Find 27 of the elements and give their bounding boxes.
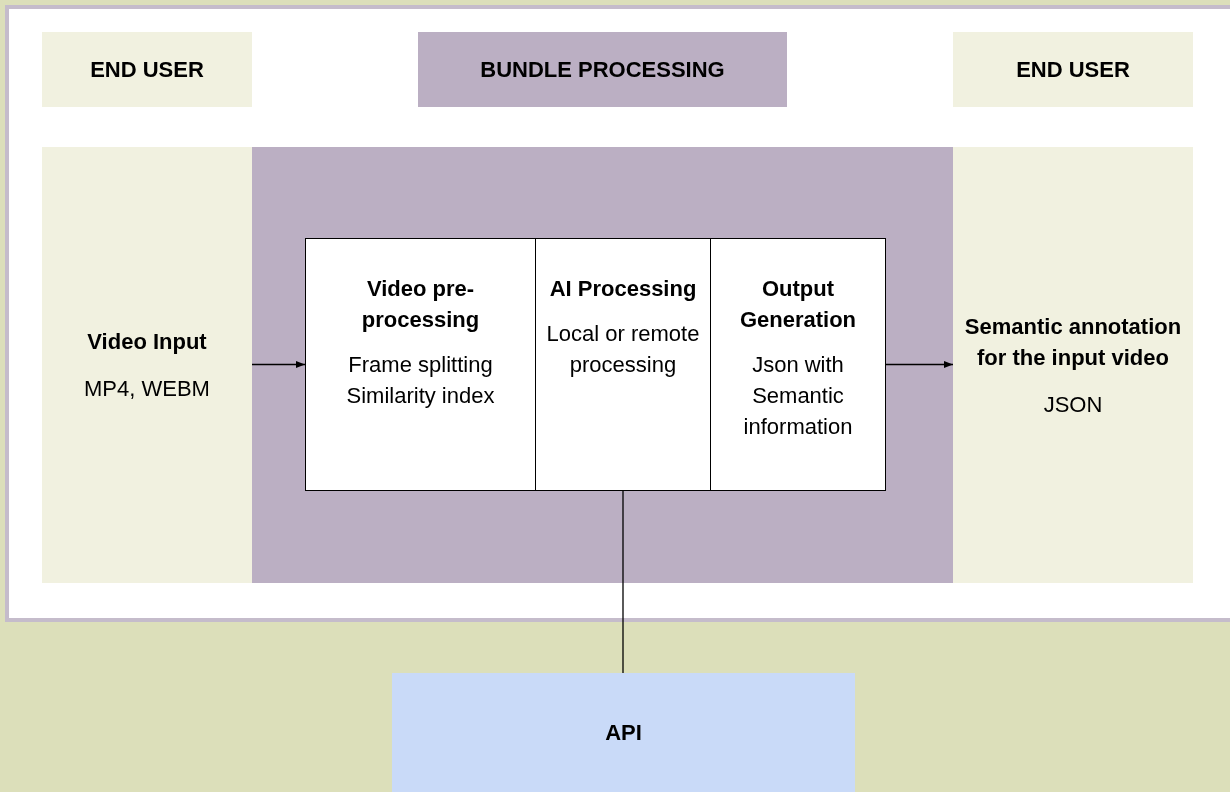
heading-text: BUNDLE PROCESSING [480,56,725,84]
body-text: MP4, WEBM [84,375,210,403]
heading-text: API [605,719,642,747]
process-box [305,238,536,491]
header-box [42,32,252,107]
arrow [885,360,954,369]
connector-line [622,490,624,674]
panel [252,147,953,583]
header-box [418,32,787,107]
panel [953,147,1193,583]
header-box [953,32,1193,107]
heading-text: Video pre-processing [360,275,481,334]
heading-text: Semantic annotation for the input video [963,312,1183,372]
body-text: Json with Semantic information [742,351,854,441]
heading-text: END USER [1016,56,1130,84]
panel [42,147,252,583]
process-box [710,238,886,491]
body-text: Local or remote processing [545,320,701,379]
process-box [535,238,711,491]
heading-text: AI Processing [549,275,697,303]
body-text: Frame splitting Similarity index [345,351,496,410]
api-box [392,673,855,792]
heading-text: Output Generation [738,275,858,334]
arrow [251,360,306,369]
heading-text: END USER [90,56,204,84]
heading-text: Video Input [87,328,207,356]
body-text: JSON [1043,390,1103,419]
